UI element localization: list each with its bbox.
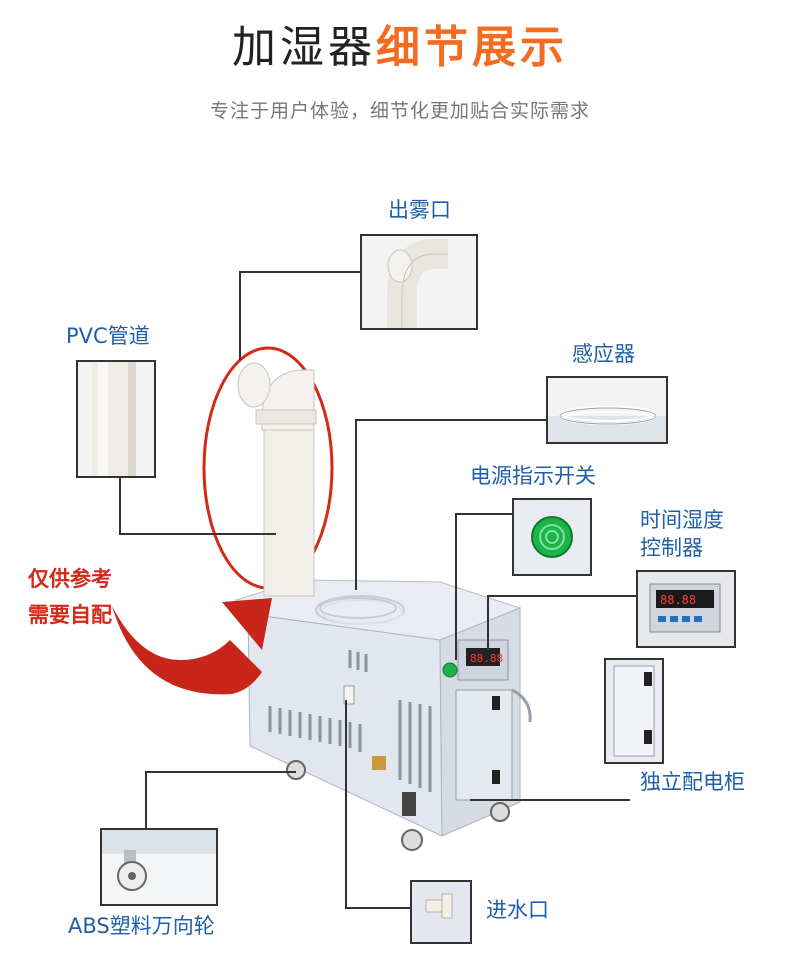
title-part-1: 加湿器: [232, 22, 376, 73]
electric-box-detail-image: [604, 658, 664, 764]
sensor-detail-image: [546, 376, 668, 444]
label-sensor: 感应器: [572, 342, 635, 366]
water-inlet-detail-image: [410, 880, 472, 944]
mist-outlet-detail-image: [360, 234, 478, 330]
controller-detail-image: 88.88: [636, 570, 736, 648]
label-electrical-box: 独立配电柜: [640, 770, 745, 794]
page-subtitle: 专注于用户体验，细节化更加贴合实际需求: [209, 100, 590, 122]
pvc-pipe-icon: [237, 362, 317, 597]
connector-mist-outlet: [239, 271, 360, 360]
connector-pvc-pipe: [119, 476, 276, 535]
power-indicator-detail-image: [512, 498, 592, 576]
note-line-1: 仅供参考: [28, 567, 112, 591]
label-water-inlet: 进水口: [486, 898, 549, 922]
label-mist-outlet: 出雾口: [388, 198, 451, 222]
label-controller-line-2: 控制器: [640, 536, 703, 560]
label-controller-line-1: 时间湿度: [640, 508, 724, 532]
connector-controller: [487, 595, 636, 650]
humidifier-machine-icon: 88.88: [235, 579, 532, 851]
caster-detail-image: [100, 828, 218, 906]
red-arrow-icon: [112, 598, 272, 695]
label-pvc-pipe: PVC管道: [66, 324, 150, 348]
label-casters: ABS塑料万向轮: [68, 914, 215, 938]
connector-power: [455, 513, 514, 660]
connector-casters: [145, 771, 296, 838]
note-line-2: 需要自配: [28, 603, 112, 627]
pvc-pipe-detail-image: [76, 360, 156, 478]
controller-display: 88.88: [660, 593, 696, 607]
page-title: 加湿器细节展示: [0, 18, 800, 78]
connector-sensor: [355, 419, 546, 590]
title-part-2: 细节展示: [376, 22, 568, 73]
label-power-indicator: 电源指示开关: [470, 464, 596, 488]
connector-water-inlet: [345, 700, 410, 909]
svg-text:88.88: 88.88: [470, 652, 503, 665]
